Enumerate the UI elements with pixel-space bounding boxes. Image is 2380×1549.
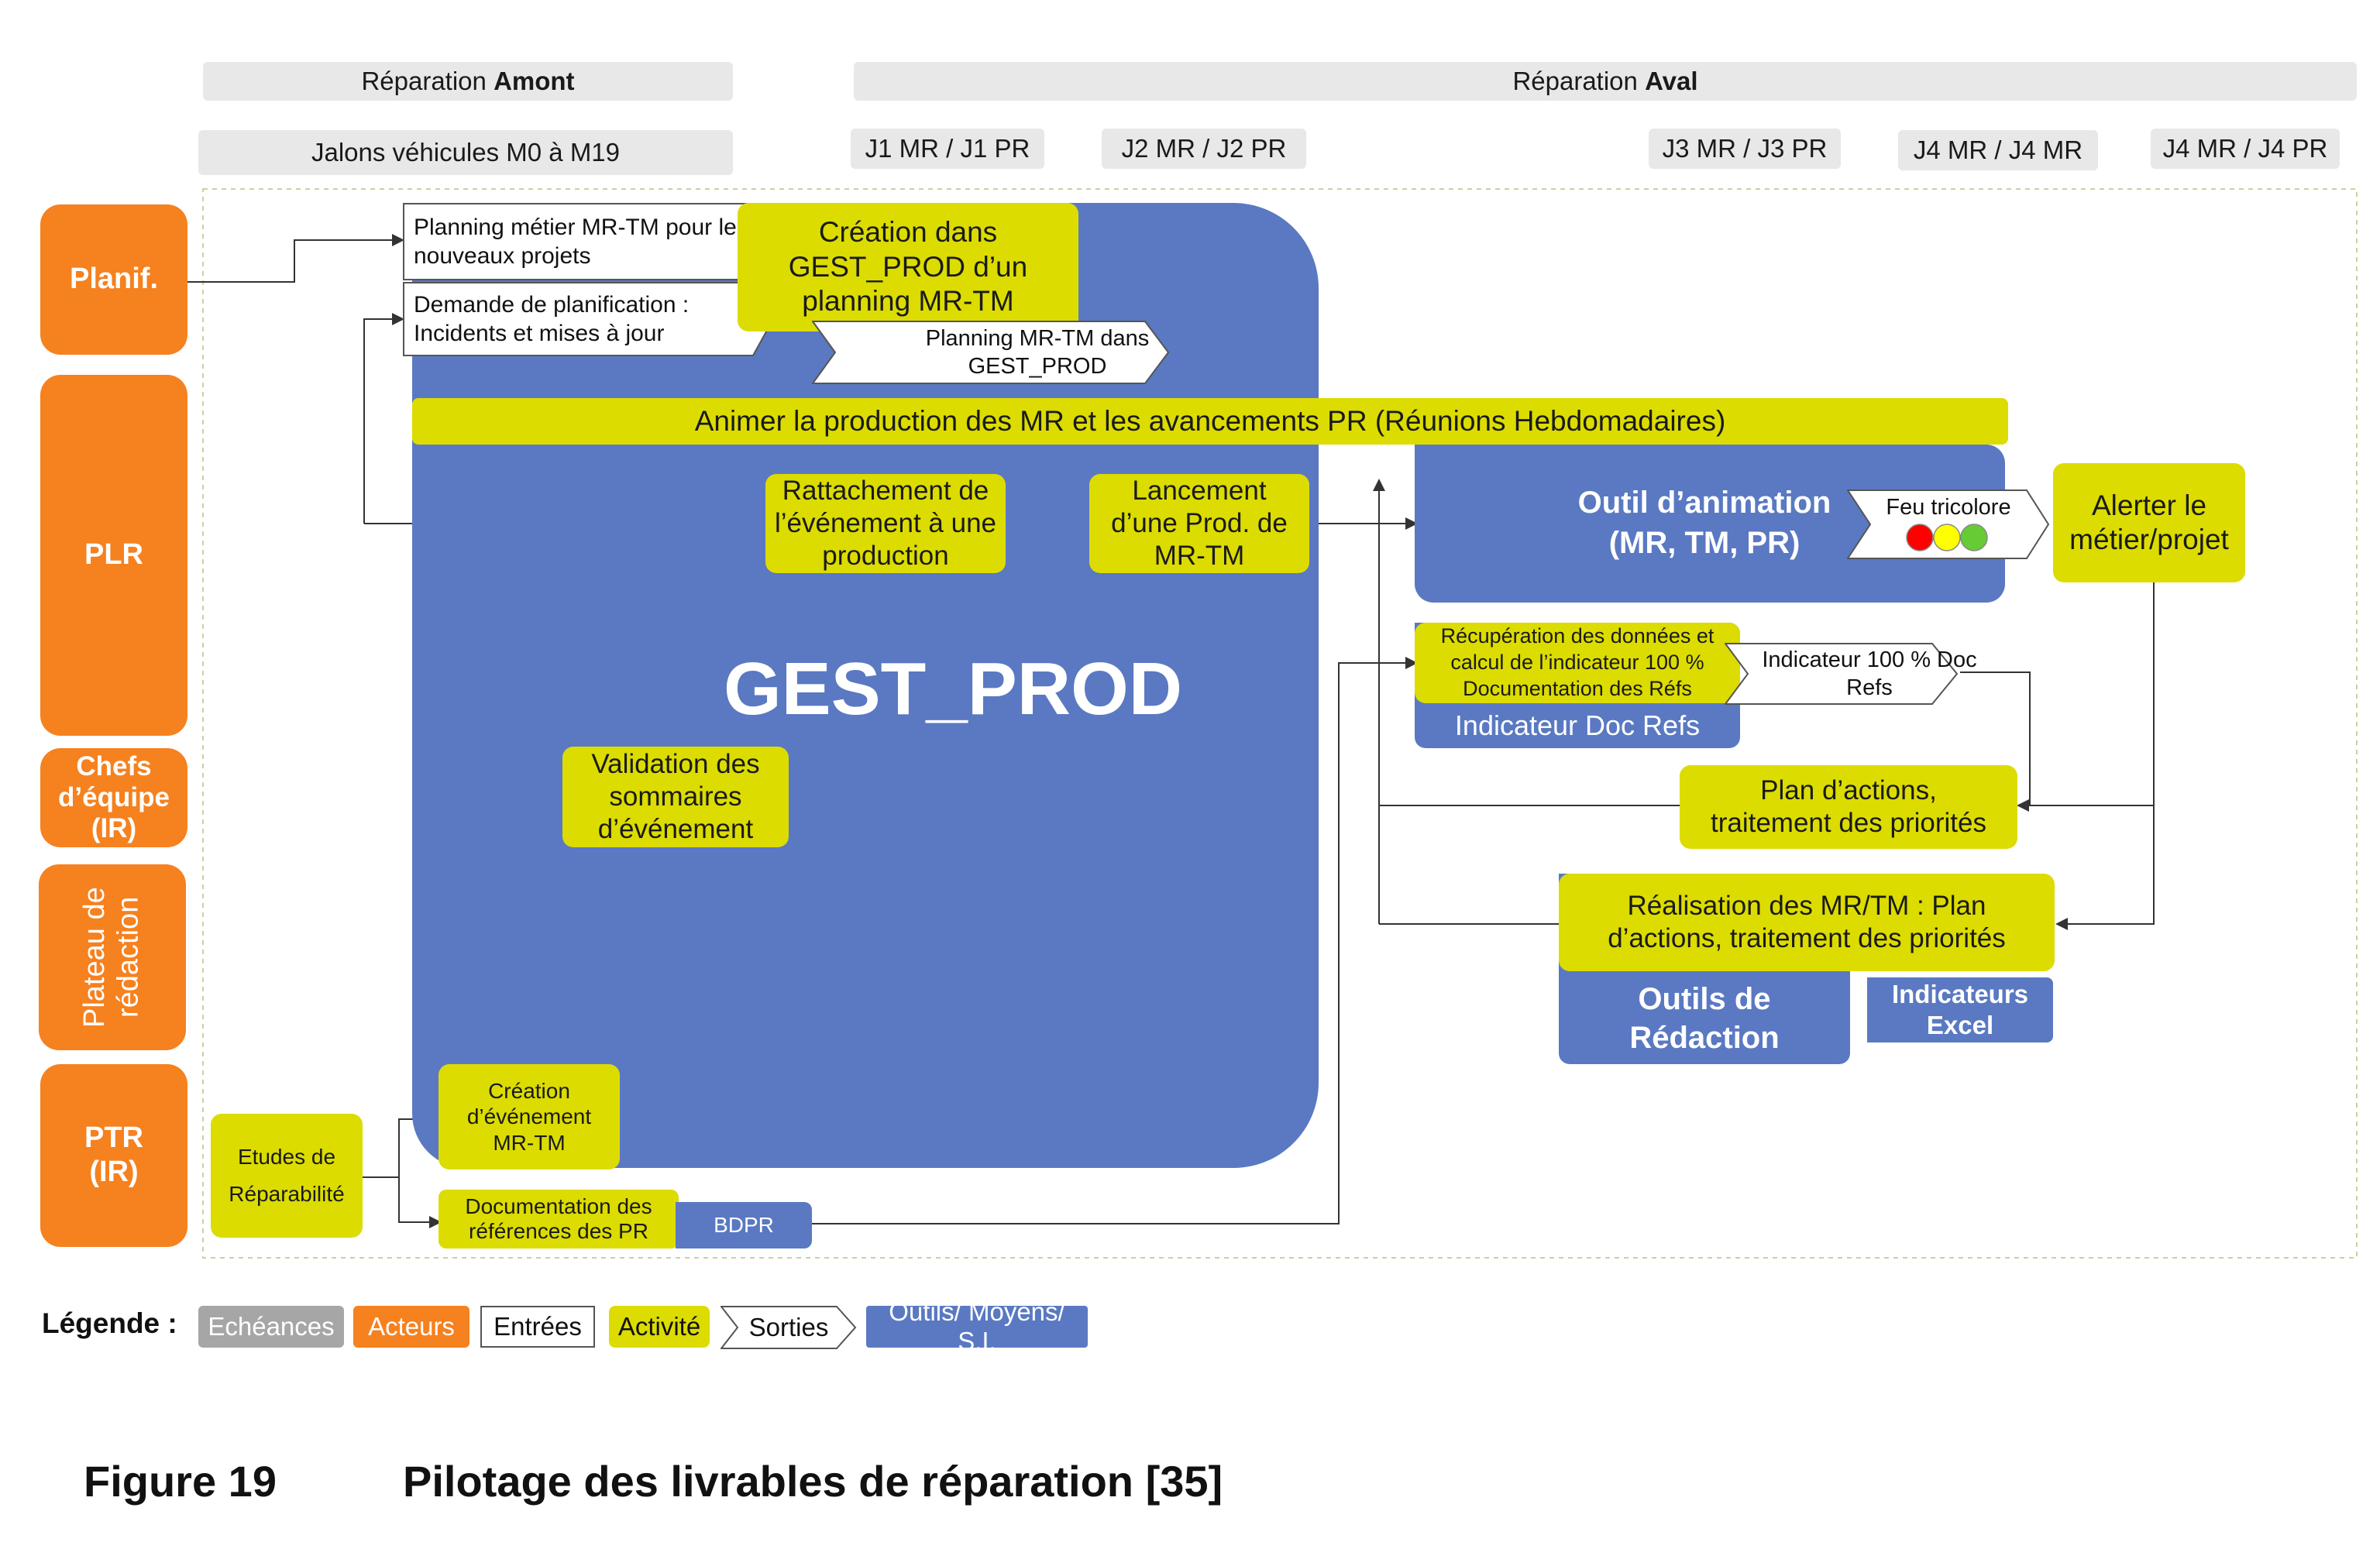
activity-etudes-reparabilite: Etudes de Réparabilité — [211, 1114, 363, 1238]
output-indicateur-100: Indicateur 100 % Doc Refs — [1725, 643, 1977, 705]
actor-ptr: PTR (IR) — [40, 1064, 187, 1247]
header-amont-prefix: Réparation — [361, 67, 494, 95]
header-aval-bold: Aval — [1645, 67, 1698, 95]
output-indicateur-100-shape — [1725, 643, 1959, 705]
activity-validation-sommaires: Validation des sommaires d’événement — [562, 747, 789, 847]
header-j4a: J4 MR / J4 MR — [1898, 130, 2098, 170]
header-amont-bold: Amont — [494, 67, 575, 95]
header-jalons: Jalons véhicules M0 à M19 — [198, 130, 733, 175]
tool-indicateurs-excel: Indicateurs Excel — [1867, 977, 2053, 1042]
legend-sorties-label: Sorties — [748, 1313, 829, 1342]
legend-acteurs: Acteurs — [353, 1306, 469, 1348]
caption-title: Pilotage des livrables de réparation [35… — [403, 1457, 1223, 1506]
actor-planif: Planif. — [40, 204, 187, 355]
input-demande-shape — [403, 282, 775, 356]
activity-recuperation-donnees: Récupération des données et calcul de l’… — [1415, 623, 1740, 703]
header-reparation-aval: Réparation Aval — [854, 62, 2357, 101]
caption-label: Figure 19 — [84, 1457, 277, 1506]
output-planning-gest-prod: Planning MR-TM dans GEST_PROD — [812, 321, 1170, 384]
activity-lancement: Lancement d’une Prod. de MR-TM — [1089, 474, 1309, 573]
legend-activite: Activité — [609, 1306, 710, 1348]
tool-bdpr: BDPR — [676, 1202, 812, 1248]
input-demande-label: Demande de planification : Incidents et … — [414, 291, 690, 347]
legend-sorties: Sorties — [721, 1306, 857, 1349]
output-feu-tricolore: Feu tricolore — [1847, 489, 2050, 559]
legend-echeances: Echéances — [198, 1306, 344, 1348]
output-indicateur-100-label: Indicateur 100 % Doc Refs — [1762, 647, 1977, 700]
actor-plr: PLR — [40, 375, 187, 736]
header-j1: J1 MR / J1 PR — [851, 129, 1044, 169]
actor-plateau-redaction: Plateau de rédaction — [39, 864, 186, 1050]
tool-outil-animation-label: Outil d’animation (MR, TM, PR) — [1577, 486, 1831, 560]
header-reparation-amont: Réparation Amont — [203, 62, 733, 101]
legend-sorties-shape — [721, 1306, 857, 1349]
tool-outils-redaction-label: Outils de Rédaction — [1629, 982, 1780, 1055]
output-planning-gest-prod-label: Planning MR-TM dans GEST_PROD — [925, 325, 1150, 379]
tool-gest-prod-label: GEST_PROD — [723, 647, 1183, 730]
activity-documentation-refs: Documentation des références des PR — [439, 1190, 679, 1248]
header-j2: J2 MR / J2 PR — [1102, 129, 1306, 169]
activity-realisation: Réalisation des MR/TM : Plan d’actions, … — [1559, 874, 2055, 971]
header-j4b: J4 MR / J4 PR — [2151, 129, 2340, 169]
legend-title: Légende : — [42, 1307, 177, 1339]
actor-chefs-equipe: Chefs d’équipe (IR) — [40, 748, 187, 847]
legend-entrees: Entrées — [480, 1306, 595, 1348]
traffic-light-icon — [1906, 524, 1988, 551]
activity-alerter: Alerter le métier/projet — [2053, 463, 2245, 582]
tool-indicateur-doc-refs-label: Indicateur Doc Refs — [1454, 709, 1701, 741]
header-aval-prefix: Réparation — [1512, 67, 1646, 95]
activity-creation-evenement: Création d’événement MR-TM — [439, 1064, 620, 1169]
input-demande-planification: Demande de planification : Incidents et … — [403, 282, 775, 356]
activity-creation-planning: Création dans GEST_PROD d’un planning MR… — [738, 203, 1078, 331]
output-planning-gest-prod-shape — [812, 321, 1170, 384]
input-planning-metier-label: Planning métier MR-TM pour les nouveaux … — [414, 214, 748, 270]
actor-plateau-label: Plateau de rédaction — [78, 887, 145, 1028]
legend-outils: Outils/ Moyens/ S.I. — [866, 1297, 1088, 1355]
input-planning-metier: Planning métier MR-TM pour les nouveaux … — [403, 203, 775, 280]
activity-animer-production: Animer la production des MR et les avanc… — [412, 398, 2008, 445]
output-feu-tricolore-label: Feu tricolore — [1886, 494, 2011, 520]
header-j3: J3 MR / J3 PR — [1649, 129, 1841, 169]
activity-plan-actions: Plan d’actions, traitement des priorités — [1680, 765, 2017, 849]
activity-rattachement: Rattachement de l’événement à une produc… — [765, 474, 1006, 573]
